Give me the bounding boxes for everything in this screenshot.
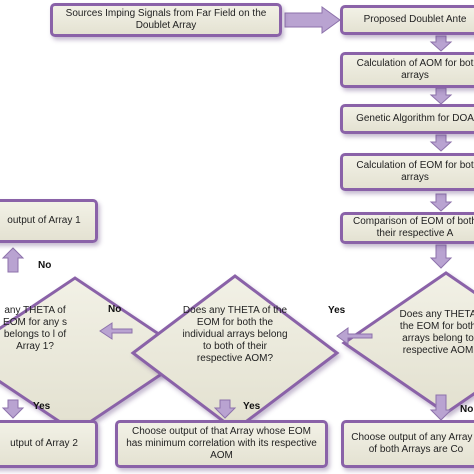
calc-aom-box: Calculation of AOM for bot arrays xyxy=(340,52,474,88)
calc-eom-text: Calculation of EOM for bot arrays xyxy=(356,160,474,183)
proposed-doublet-box: Proposed Doublet Ante xyxy=(340,5,474,35)
arrow-yes-left xyxy=(336,327,373,345)
choose-min-correlation-box: Choose output of that Array whose EOM ha… xyxy=(115,420,328,468)
arrow-yes-down-middle xyxy=(213,399,237,419)
label-no-middle: No xyxy=(108,304,122,315)
sources-text: Sources Imping Signals from Far Field on… xyxy=(65,8,267,31)
diamond-left-text: any THETA of EOM for any s belongs to l … xyxy=(3,305,67,352)
arrow-no-left xyxy=(99,322,133,340)
arrow-yes-down-left xyxy=(1,399,25,419)
compare-text: Comparison of EOM of both their respecti… xyxy=(353,216,474,239)
label-yes-middle: Yes xyxy=(243,401,261,412)
arrow-no-down-right xyxy=(429,394,453,421)
label-no-up: No xyxy=(38,260,52,271)
output2-text: utput of Array 2 xyxy=(10,438,78,449)
choose-any-box: Choose output of any Array e of both Arr… xyxy=(341,420,474,468)
arrow-sources-to-proposed xyxy=(284,6,341,34)
diamond-right-text: Does any THETA the EOM for both arrays b… xyxy=(399,309,474,356)
sources-box: Sources Imping Signals from Far Field on… xyxy=(50,3,282,37)
arrow-no-up xyxy=(1,247,25,273)
arrow-down-3 xyxy=(429,134,453,152)
calc-eom-box: Calculation of EOM for bot arrays xyxy=(340,153,474,191)
label-yes-left: Yes xyxy=(33,401,51,412)
choose-min-text: Choose output of that Array whose EOM ha… xyxy=(126,426,317,461)
proposed-text: Proposed Doublet Ante xyxy=(363,14,467,25)
label-yes-right: Yes xyxy=(328,305,346,316)
choose-any-text: Choose output of any Array e of both Arr… xyxy=(351,432,474,455)
genetic-algorithm-box: Genetic Algorithm for DOA xyxy=(340,104,474,134)
decision-diamond-middle xyxy=(130,274,340,432)
comparison-box: Comparison of EOM of both their respecti… xyxy=(340,212,474,244)
arrow-down-5 xyxy=(429,244,453,269)
genetic-text: Genetic Algorithm for DOA xyxy=(356,113,474,124)
arrow-down-4 xyxy=(429,193,453,212)
calc-aom-text: Calculation of AOM for bot arrays xyxy=(356,58,474,81)
arrow-down-2 xyxy=(429,87,453,105)
arrow-down-1 xyxy=(429,35,453,52)
output-array1-box: output of Array 1 xyxy=(0,199,98,243)
diamond-middle-text: Does any THETA of the EOM for both the i… xyxy=(182,305,288,364)
decision-diamond-right xyxy=(341,271,474,415)
label-no-right: No xyxy=(460,404,474,415)
output1-text: output of Array 1 xyxy=(7,215,81,226)
output-array2-box: utput of Array 2 xyxy=(0,420,98,468)
